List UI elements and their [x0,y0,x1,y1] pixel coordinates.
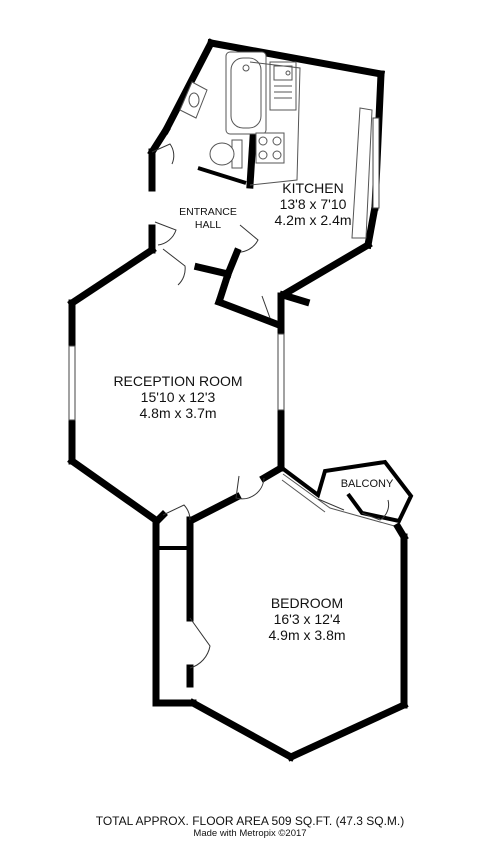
kitchen-label: KITCHEN 13'8 x 7'10 4.2m x 2.4m [262,180,364,228]
basin-icon [179,81,208,119]
bath-icon [225,51,267,135]
entrance-label: ENTRANCE HALL [170,206,246,232]
entrance-sub: HALL [194,219,222,231]
balcony-doors [317,498,390,521]
floor-area-caption: TOTAL APPROX. FLOOR AREA 509 SQ.FT. (47.… [95,814,405,828]
bedroom-imperial: 16'3 x 12'4 [273,611,341,627]
reception-name: RECEPTION ROOM [113,373,243,389]
reception-label: RECEPTION ROOM 15'10 x 12'3 4.8m x 3.7m [98,373,258,421]
balcony-walls [280,459,414,528]
bedroom-doors [162,504,211,669]
kitchen-metric: 4.2m x 2.4m [274,212,352,228]
kitchen-imperial: 13'8 x 7'10 [279,196,347,212]
bedroom-walls [152,516,409,762]
reception-doors [162,248,271,500]
sink-icon [269,61,297,111]
bedroom-name: BEDROOM [270,595,344,611]
kitchen-name: KITCHEN [282,180,344,196]
reception-window-right [277,333,285,411]
balcony-label: BALCONY [332,478,402,491]
credit-caption: Made with Metropix ©2017 [193,828,307,839]
toilet-icon [209,139,243,169]
kitchen-worktop-left [249,61,301,186]
entrance-name: ENTRANCE [179,206,237,218]
kitchen-window [372,117,380,209]
hob-icon [255,132,285,164]
balcony-name: BALCONY [340,478,394,490]
reception-imperial: 15'10 x 12'3 [140,389,216,405]
bedroom-metric: 4.9m x 3.8m [268,627,346,643]
reception-metric: 4.8m x 3.7m [139,405,217,421]
kitchen-worktop [351,107,373,239]
reception-window-left [68,345,76,421]
bedroom-label: BEDROOM 16'3 x 12'4 4.9m x 3.8m [248,595,366,643]
